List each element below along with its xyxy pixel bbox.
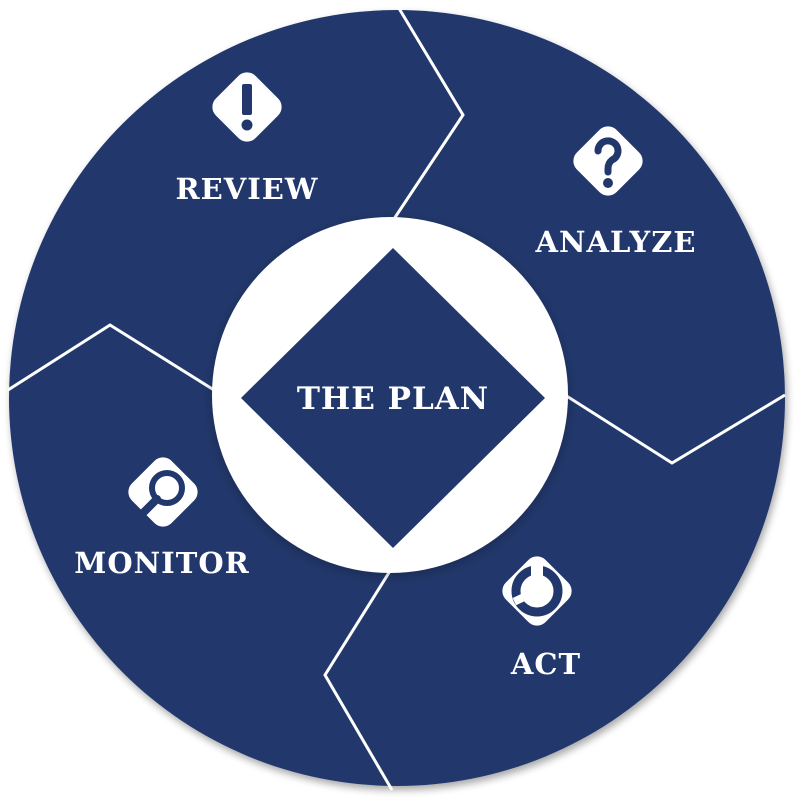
- divider-act-monitor: [323, 562, 397, 791]
- segment-analyze[interactable]: ANALYZE: [534, 121, 696, 259]
- divider-review-analyze: [388, 4, 465, 226]
- segment-label-analyze: ANALYZE: [534, 225, 696, 259]
- question-icon: [573, 126, 643, 196]
- segment-label-review: REVIEW: [176, 172, 319, 206]
- segment-label-monitor: MONITOR: [74, 546, 249, 580]
- segment-monitor[interactable]: MONITOR: [74, 452, 249, 580]
- segment-dividers: [7, 4, 786, 791]
- divider-analyze-act: [564, 393, 786, 465]
- magnifier-icon: [128, 457, 198, 527]
- segment-act[interactable]: ACT: [497, 551, 581, 681]
- segment-label-act: ACT: [510, 647, 581, 681]
- center-label: THE PLAN: [297, 381, 489, 417]
- wrench-icon: [502, 556, 572, 626]
- divider-monitor-review: [7, 323, 223, 397]
- exclamation-icon: [212, 72, 282, 142]
- segment-review[interactable]: REVIEW: [176, 67, 319, 206]
- center-diamond: [241, 248, 545, 548]
